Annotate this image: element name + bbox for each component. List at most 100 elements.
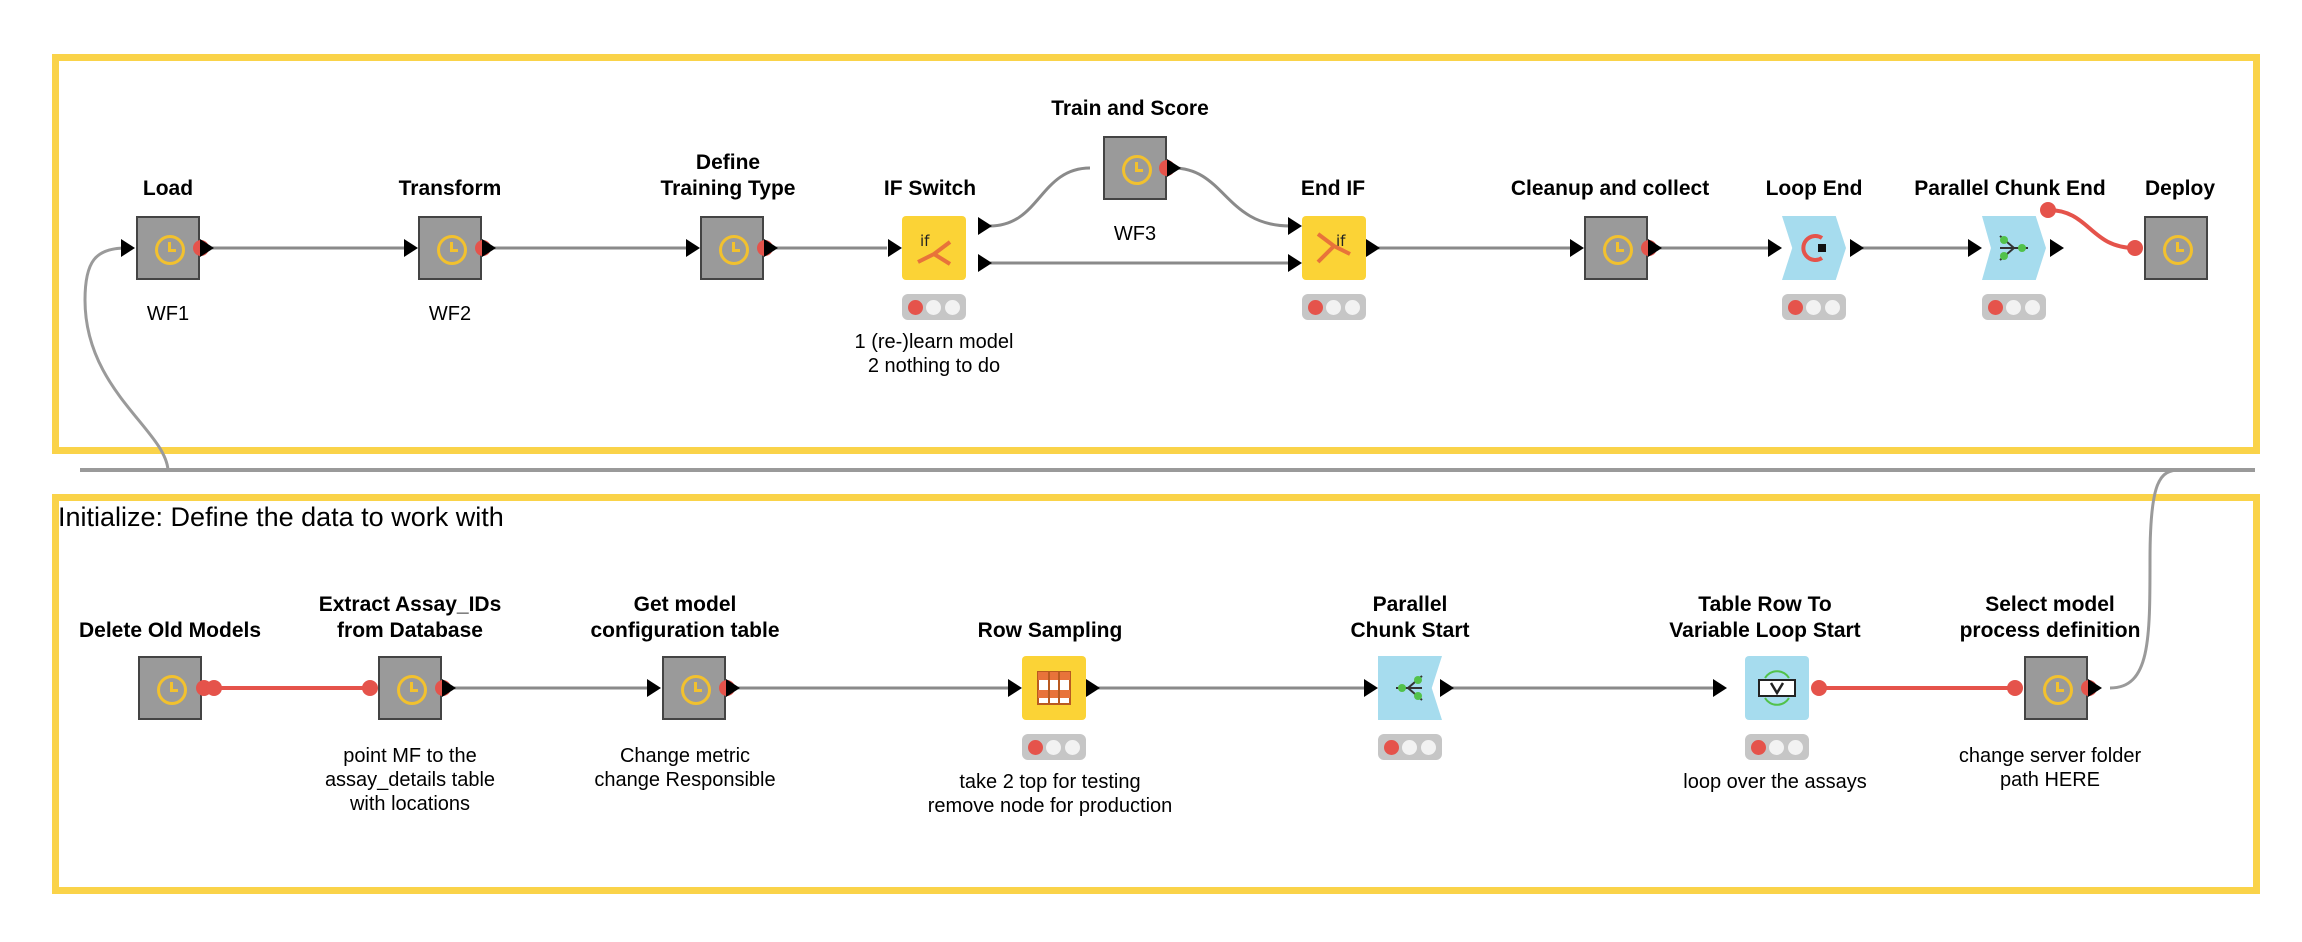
clock-icon xyxy=(2043,675,2073,705)
node-comment-select-model: change server folder path HERE xyxy=(1958,745,2142,791)
end-if-icon: if xyxy=(1316,232,1351,264)
out-port-top[interactable] xyxy=(978,217,992,235)
node-if-switch[interactable]: if xyxy=(902,216,966,280)
clock-icon xyxy=(719,235,749,265)
node-label-deploy: Deploy xyxy=(2144,177,2215,200)
node-label-train-score: Train and Score xyxy=(1051,97,1209,120)
node-label-transform: Transform xyxy=(398,177,502,200)
clock-icon xyxy=(157,675,187,705)
node-label-if-switch: IF Switch xyxy=(883,177,977,200)
svg-text:if: if xyxy=(1336,232,1346,250)
flow-variable-in-port[interactable] xyxy=(2127,240,2143,256)
clock-icon xyxy=(155,235,185,265)
node-comment-table-row-var: loop over the assays xyxy=(1683,771,1867,793)
node-label-end-if: End IF xyxy=(1300,177,1366,200)
node-status-if-switch xyxy=(902,294,966,320)
flow-variable-port[interactable] xyxy=(1811,680,1827,696)
connection-selectmodel-load xyxy=(2109,468,2181,690)
out-port[interactable] xyxy=(764,239,778,257)
row-sampling-icon xyxy=(1037,671,1071,705)
flow-variable-in-port[interactable] xyxy=(2007,680,2023,696)
out-port[interactable] xyxy=(1850,239,1864,257)
clock-icon xyxy=(437,235,467,265)
node-label-load: Load xyxy=(142,177,194,200)
in-port[interactable] xyxy=(404,239,418,257)
node-comment-row-sampling: take 2 top for testing remove node for p… xyxy=(927,771,1173,817)
clock-icon xyxy=(1122,155,1152,185)
node-comment-get-model: Change metric change Responsible xyxy=(594,745,776,791)
node-deploy[interactable] xyxy=(2144,216,2208,280)
node-delete-old-models[interactable] xyxy=(138,656,202,720)
node-load[interactable] xyxy=(136,216,200,280)
out-port[interactable] xyxy=(1648,239,1662,257)
node-status-loop-end xyxy=(1782,294,1846,320)
node-get-model-configuration[interactable] xyxy=(662,656,726,720)
node-status-row-sampling xyxy=(1022,734,1086,760)
connection-train-endif xyxy=(1172,166,1291,228)
node-parallel-chunk-end[interactable] xyxy=(1982,216,2046,280)
node-status-end-if xyxy=(1302,294,1366,320)
out-port[interactable] xyxy=(2050,239,2064,257)
node-select-model-process[interactable] xyxy=(2024,656,2088,720)
flow-variable-port[interactable] xyxy=(2040,202,2056,218)
out-port[interactable] xyxy=(2088,679,2102,697)
node-row-sampling[interactable] xyxy=(1022,656,1086,720)
flow-variable-in-port[interactable] xyxy=(362,680,378,696)
in-port[interactable] xyxy=(1364,679,1378,697)
node-extract-assay-ids[interactable] xyxy=(378,656,442,720)
node-loop-end[interactable] xyxy=(1782,216,1846,280)
flow-variable-port[interactable] xyxy=(206,680,222,696)
in-port-top[interactable] xyxy=(1288,217,1302,235)
svg-text:if: if xyxy=(920,232,930,250)
out-port[interactable] xyxy=(1366,239,1380,257)
out-port[interactable] xyxy=(482,239,496,257)
in-port[interactable] xyxy=(1008,679,1022,697)
node-comment-train-score: WF3 xyxy=(1113,223,1157,245)
node-label-cleanup: Cleanup and collect xyxy=(1510,177,1710,200)
node-comment-extract-assay: point MF to the assay_details table with… xyxy=(324,745,496,815)
in-port-bottom[interactable] xyxy=(1288,254,1302,272)
out-port-bottom[interactable] xyxy=(978,254,992,272)
node-label-parallel-end: Parallel Chunk End xyxy=(1914,177,2106,200)
out-port[interactable] xyxy=(1167,159,1181,177)
in-port[interactable] xyxy=(1713,679,1727,697)
node-label-parallel-start: Parallel Chunk Start xyxy=(1350,593,1470,642)
loop-end-icon xyxy=(1801,234,1826,262)
connection-separator-load xyxy=(83,246,170,471)
in-port[interactable] xyxy=(121,239,135,257)
node-comment-if-switch: 1 (re-)learn model 2 nothing to do xyxy=(854,331,1014,377)
node-status-table-row-var xyxy=(1745,734,1809,760)
node-end-if[interactable]: if xyxy=(1302,216,1366,280)
out-port[interactable] xyxy=(442,679,456,697)
in-port[interactable] xyxy=(647,679,661,697)
node-define-training-type[interactable] xyxy=(700,216,764,280)
in-port[interactable] xyxy=(1768,239,1782,257)
clock-icon xyxy=(681,675,711,705)
node-transform[interactable] xyxy=(418,216,482,280)
if-switch-icon: if xyxy=(917,232,952,266)
in-port[interactable] xyxy=(888,239,902,257)
node-label-extract-assay: Extract Assay_IDs from Database xyxy=(318,593,502,642)
out-port[interactable] xyxy=(1086,679,1100,697)
in-port[interactable] xyxy=(1968,239,1982,257)
out-port[interactable] xyxy=(726,679,740,697)
node-table-row-to-variable-loop-start[interactable] xyxy=(1745,656,1809,720)
clock-icon xyxy=(1603,235,1633,265)
node-label-loop-end: Loop End xyxy=(1765,177,1863,200)
node-parallel-chunk-start[interactable] xyxy=(1378,656,1442,720)
out-port[interactable] xyxy=(200,239,214,257)
node-label-define-training: Define Training Type xyxy=(660,151,796,200)
in-port[interactable] xyxy=(686,239,700,257)
node-status-parallel-start xyxy=(1378,734,1442,760)
node-label-row-sampling: Row Sampling xyxy=(977,619,1123,642)
node-status-parallel-end xyxy=(1982,294,2046,320)
annotation-bottom xyxy=(52,494,2260,894)
node-comment-load: WF1 xyxy=(146,303,190,325)
node-cleanup-and-collect[interactable] xyxy=(1584,216,1648,280)
node-train-and-score[interactable] xyxy=(1103,136,1167,200)
node-label-table-row-var: Table Row To Variable Loop Start xyxy=(1669,593,1861,642)
out-port[interactable] xyxy=(1440,679,1454,697)
node-comment-transform: WF2 xyxy=(428,303,472,325)
in-port[interactable] xyxy=(1570,239,1584,257)
